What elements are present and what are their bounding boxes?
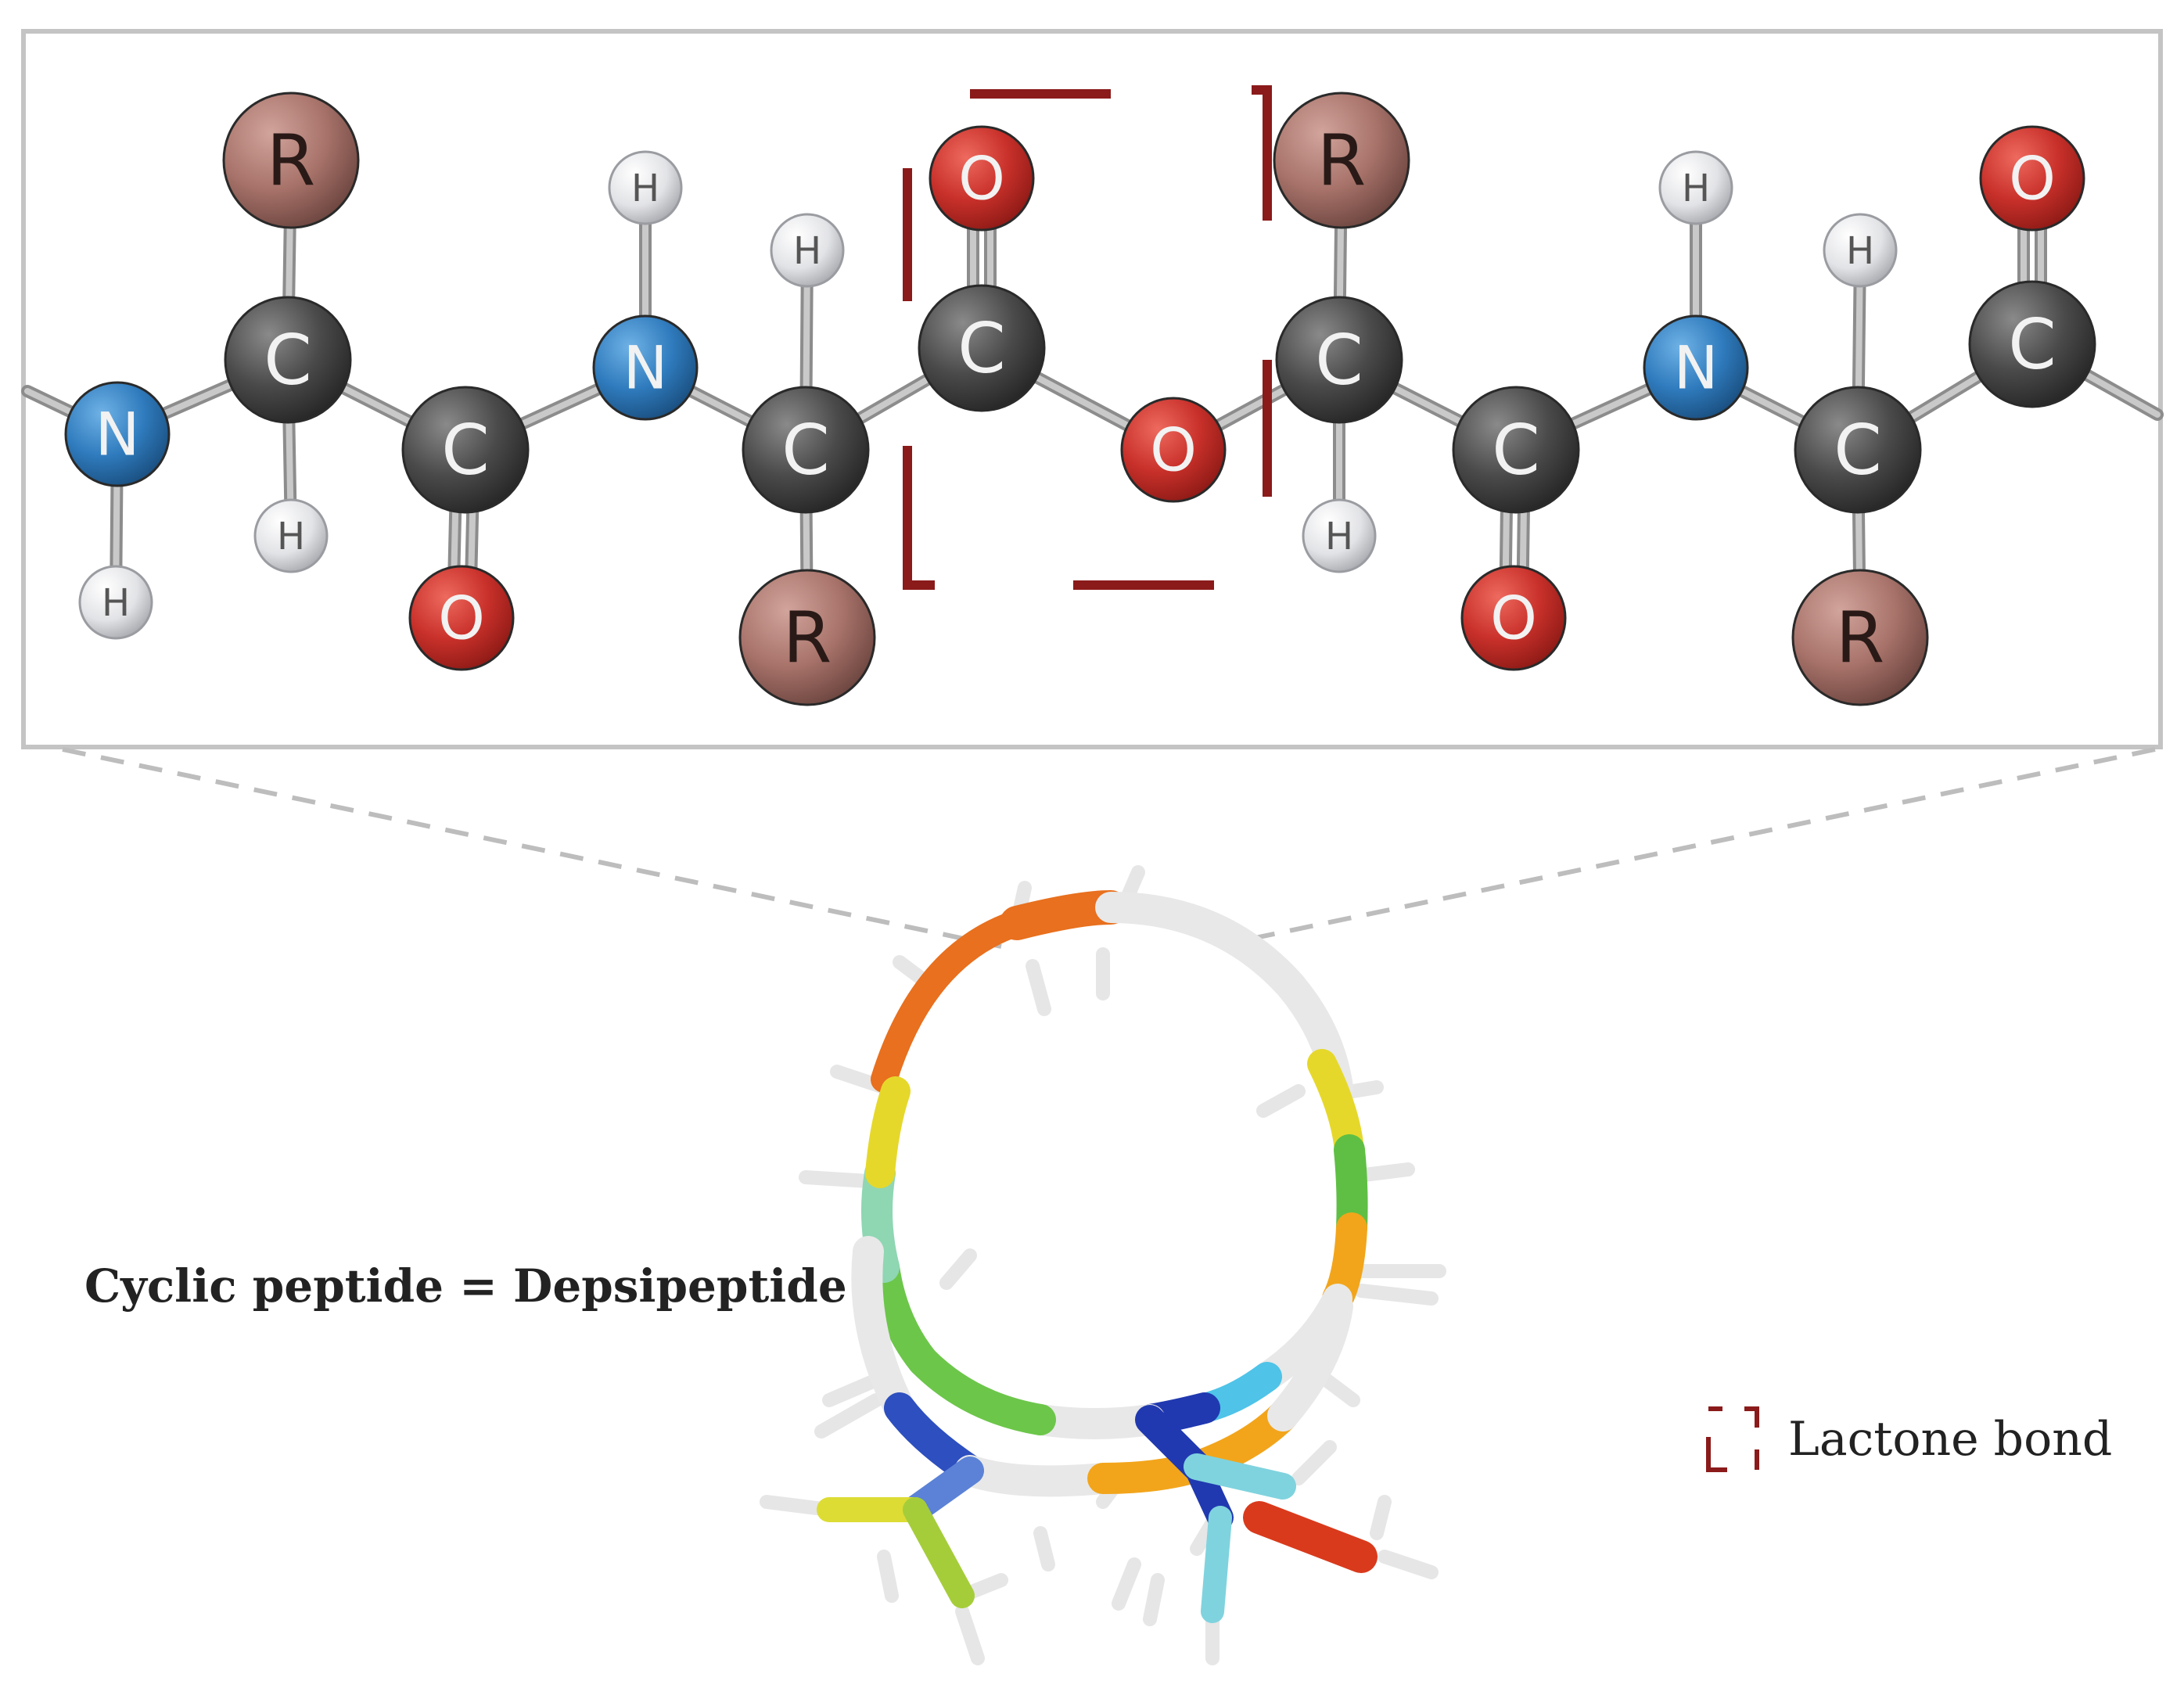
nitrogen-atom: N bbox=[592, 314, 699, 421]
nitrogen-atom: N bbox=[1643, 314, 1749, 421]
side-chain-label: R bbox=[1836, 598, 1885, 680]
hydrogen-atom: H bbox=[608, 150, 683, 225]
side-chain-atom: R bbox=[1273, 92, 1410, 229]
oxygen-atom: O bbox=[1460, 565, 1567, 671]
carbon-label: C bbox=[2008, 304, 2056, 385]
nitrogen-label: N bbox=[95, 400, 140, 469]
hydrogen-label: H bbox=[631, 167, 659, 210]
caption: Cyclic peptide = Depsipeptide bbox=[84, 1259, 847, 1313]
oxygen-label: O bbox=[958, 144, 1005, 214]
nitrogen-label: N bbox=[623, 333, 668, 403]
hydrogen-label: H bbox=[793, 229, 821, 273]
oxygen-label: O bbox=[1490, 584, 1537, 653]
hydrogen-label: H bbox=[277, 515, 305, 559]
cyclic-peptide-3d-model bbox=[760, 865, 1446, 1665]
carbon-label: C bbox=[1834, 410, 1881, 490]
zoom-line-right bbox=[1251, 747, 2156, 941]
hydrogen-atom: H bbox=[770, 213, 845, 288]
hydrogen-label: H bbox=[1846, 229, 1874, 273]
oxygen-atom: O bbox=[408, 565, 515, 671]
hydrogen-atom: H bbox=[1658, 150, 1733, 225]
hydrogen-atom: H bbox=[78, 565, 153, 640]
nitrogen-label: N bbox=[1674, 333, 1719, 403]
hydrogen-label: H bbox=[1682, 167, 1710, 210]
carbon-label: C bbox=[1492, 410, 1539, 490]
oxygen-atom: O bbox=[1120, 397, 1227, 503]
oxygen-atom: O bbox=[1979, 125, 2085, 232]
carbon-atom: C bbox=[224, 296, 352, 424]
lactone-bracket-icon bbox=[1705, 1406, 1762, 1473]
lactone-bond-bracket bbox=[903, 85, 1272, 590]
side-chain-atom: R bbox=[1791, 569, 1929, 706]
carbon-label: C bbox=[264, 320, 311, 401]
carbon-label: C bbox=[781, 410, 829, 490]
side-chain-label: R bbox=[783, 598, 832, 680]
carbon-atom: C bbox=[1452, 386, 1580, 514]
carbon-atom: C bbox=[918, 284, 1046, 412]
hydrogen-atom: H bbox=[1302, 498, 1377, 573]
carbon-atom: C bbox=[1275, 296, 1403, 424]
hydrogen-atom: H bbox=[253, 498, 329, 573]
oxygen-label: O bbox=[1150, 415, 1197, 485]
side-chain-label: R bbox=[267, 120, 316, 203]
carbon-label: C bbox=[441, 410, 489, 490]
oxygen-atom: O bbox=[929, 125, 1035, 232]
side-chain-atom: R bbox=[738, 569, 876, 706]
oxygen-label: O bbox=[2009, 144, 2056, 214]
carbon-atom: C bbox=[1968, 280, 2096, 408]
hydrogen-atom: H bbox=[1823, 213, 1898, 288]
hydrogen-label: H bbox=[102, 581, 130, 625]
zoom-line-left bbox=[62, 747, 1002, 949]
oxygen-label: O bbox=[438, 584, 485, 653]
carbon-atom: C bbox=[401, 386, 530, 514]
carbon-label: C bbox=[957, 308, 1005, 389]
legend: Lactone bond bbox=[1705, 1402, 2112, 1477]
side-chain-label: R bbox=[1317, 120, 1367, 203]
carbon-label: C bbox=[1315, 320, 1363, 401]
legend-label: Lactone bond bbox=[1788, 1412, 2113, 1467]
carbon-atom: C bbox=[1794, 386, 1922, 514]
side-chain-atom: R bbox=[222, 92, 360, 229]
nitrogen-atom: N bbox=[64, 381, 171, 487]
atom-layer: N H C R H C O N H C H R C O O C R H C O N H C H R C O bbox=[64, 92, 2096, 706]
hydrogen-label: H bbox=[1325, 515, 1353, 559]
carbon-atom: C bbox=[742, 386, 870, 514]
